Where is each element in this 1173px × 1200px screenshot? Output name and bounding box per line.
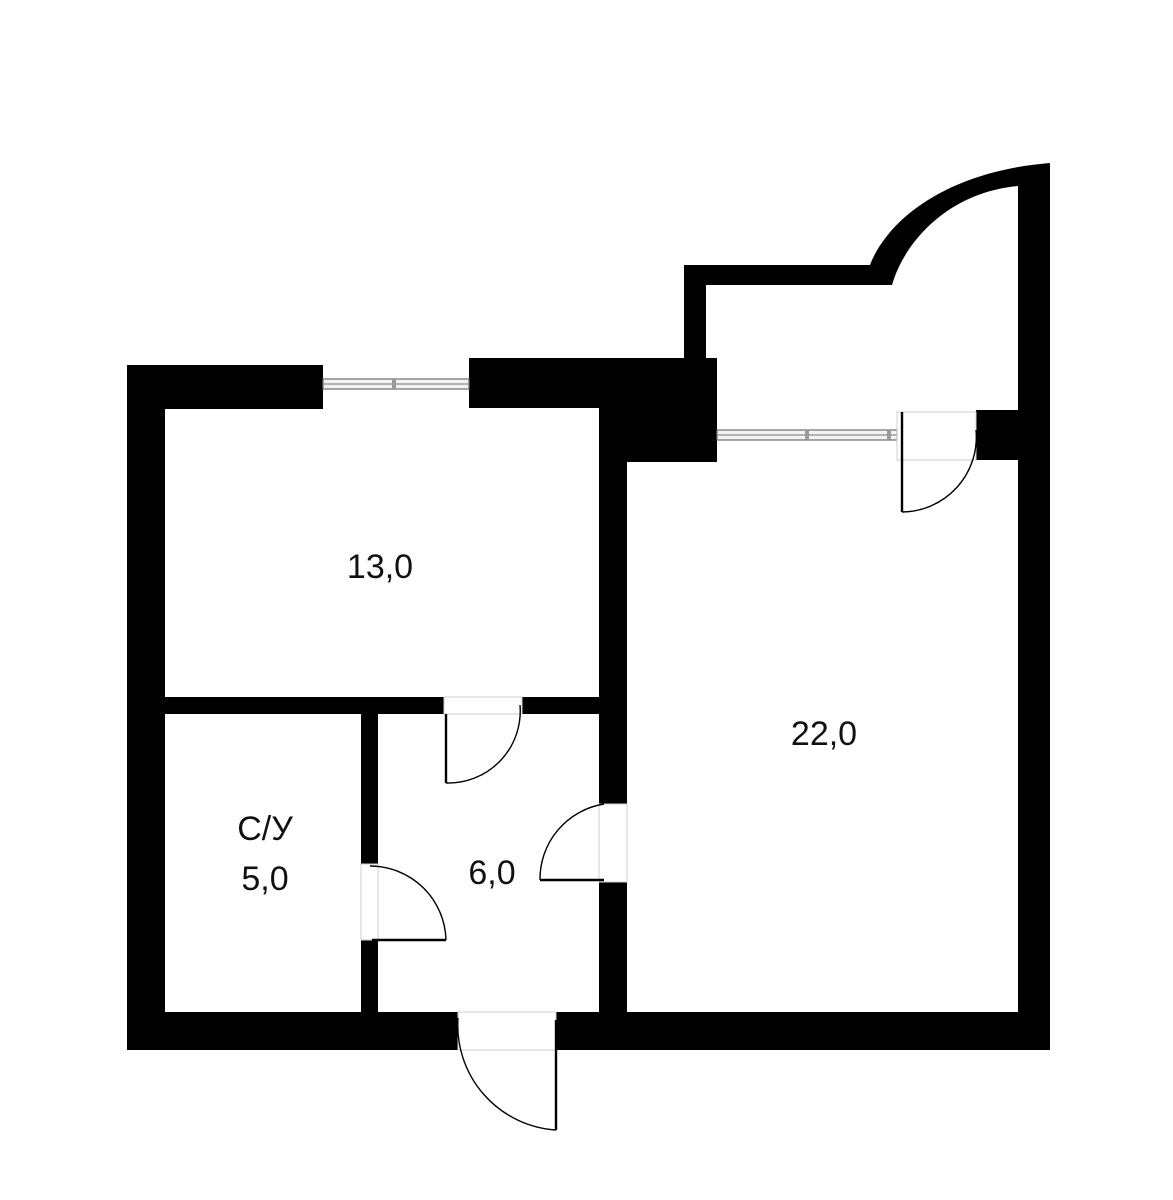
window-living-room [716,429,898,441]
bedroom-area: 13,0 [347,548,413,586]
walls [127,163,1050,1050]
door-bathroom [360,863,447,942]
wall-bottom-right [556,1012,1050,1050]
wall-bath-hall-upper [361,714,378,864]
door-balcony [896,411,978,513]
wall-bedroom-bottom-right [522,697,627,714]
living-room-area: 22,0 [791,715,857,753]
wall-balcony-outline [684,163,1050,410]
door-bedroom [443,696,523,784]
wall-top-left-a [127,365,323,409]
door-entrance [457,1011,558,1131]
wall-balcony-left [684,265,706,413]
bathroom-area: 5,0 [241,860,288,898]
wall-right-stub [976,410,1050,460]
bathroom-name: С/У [237,810,293,848]
window-bedroom [322,378,470,390]
wall-right-outer [1018,410,1050,1050]
hallway-area: 6,0 [468,854,515,892]
wall-bedroom-bottom-left [127,697,444,714]
door-living-room [539,803,628,883]
wall-partition-vertical-upper [599,400,627,804]
wall-bath-hall-lower [361,940,378,1020]
wall-bottom-left [127,1012,458,1050]
wall-partition-vertical-lower [599,882,627,1022]
